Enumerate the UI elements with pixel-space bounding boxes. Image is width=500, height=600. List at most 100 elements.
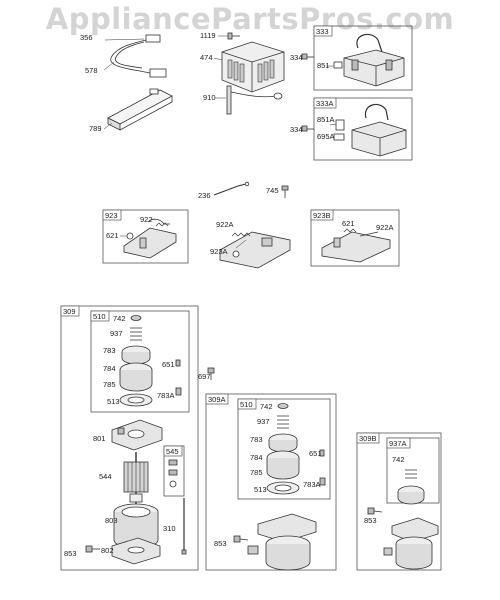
part-label-937: 937 bbox=[110, 329, 123, 338]
frame-510 bbox=[90, 310, 190, 413]
starter-drive-510b-part bbox=[266, 403, 326, 495]
frame-label-510: 510 bbox=[93, 312, 106, 321]
tab-309 bbox=[60, 305, 80, 317]
ignition-armature-333-part bbox=[326, 33, 405, 87]
screw-697-part bbox=[207, 367, 215, 380]
part-label-742b: 742 bbox=[260, 402, 273, 411]
part-label-785b: 785 bbox=[250, 468, 263, 477]
starter-drive-510-part bbox=[119, 315, 182, 407]
frame-309B bbox=[356, 432, 442, 571]
part-label-513: 513 bbox=[107, 397, 120, 406]
part-label-578: 578 bbox=[85, 66, 98, 75]
part-label-783Ab: 783A bbox=[303, 480, 321, 489]
part-label-544: 544 bbox=[99, 472, 112, 481]
tab-309B bbox=[356, 432, 380, 444]
part-label-910: 910 bbox=[203, 93, 216, 102]
tab-333A bbox=[313, 97, 337, 109]
part-label-923A: 923A bbox=[210, 247, 228, 256]
part-label-802: 802 bbox=[101, 546, 114, 555]
frame-label-333: 333 bbox=[316, 27, 329, 36]
part-label-853: 853 bbox=[64, 549, 77, 558]
screw-1119-part bbox=[218, 32, 240, 40]
part-label-513b: 513 bbox=[254, 485, 267, 494]
part-label-1119: 1119 bbox=[200, 31, 216, 40]
part-label-695A: 695A bbox=[317, 132, 335, 141]
part-label-922Ab: 922A bbox=[376, 223, 394, 232]
drive-end-cap-802-part bbox=[111, 537, 161, 565]
tab-510b bbox=[237, 398, 257, 410]
part-label-789: 789 bbox=[89, 124, 102, 133]
control-bracket-923-part bbox=[120, 218, 177, 259]
frame-label-937A: 937A bbox=[389, 439, 407, 448]
control-bracket-923A-part bbox=[219, 231, 291, 269]
gear-937A-part bbox=[397, 469, 425, 505]
wire-harness-part bbox=[103, 34, 167, 78]
part-label-851A: 851A bbox=[317, 115, 335, 124]
part-label-310: 310 bbox=[163, 524, 176, 533]
part-label-851: 851 bbox=[317, 61, 330, 70]
part-label-742c: 742 bbox=[392, 455, 405, 464]
tab-545 bbox=[163, 445, 183, 457]
part-label-621b: 621 bbox=[342, 219, 355, 228]
part-label-785: 785 bbox=[103, 380, 116, 389]
part-label-853c: 853 bbox=[364, 516, 377, 525]
part-label-783: 783 bbox=[103, 346, 116, 355]
nut-853-part-309B bbox=[367, 507, 383, 515]
brush-kit-545-part bbox=[168, 459, 178, 488]
part-label-697: 697 bbox=[198, 372, 211, 381]
part-label-356: 356 bbox=[80, 33, 93, 42]
part-label-922: 922 bbox=[140, 215, 153, 224]
frame-923B bbox=[310, 209, 400, 267]
ignition-armature-333A-part bbox=[329, 103, 407, 157]
part-label-937b: 937 bbox=[257, 417, 270, 426]
part-label-803: 803 bbox=[105, 516, 118, 525]
part-label-922A: 922A bbox=[216, 220, 234, 229]
part-label-783A: 783A bbox=[157, 391, 175, 400]
tab-937A bbox=[386, 437, 411, 449]
screw-334-part bbox=[301, 53, 314, 132]
part-label-745: 745 bbox=[266, 186, 279, 195]
armature-544-part bbox=[123, 452, 149, 506]
frame-309 bbox=[60, 305, 199, 571]
part-label-801: 801 bbox=[93, 434, 106, 443]
starter-motor-309B-part bbox=[383, 517, 439, 570]
part-label-236: 236 bbox=[198, 191, 211, 200]
frame-label-309A: 309A bbox=[208, 395, 226, 404]
part-label-474: 474 bbox=[200, 53, 213, 62]
part-label-334b: 334 bbox=[290, 125, 303, 134]
frame-label-923B: 923B bbox=[313, 211, 331, 220]
nut-853-part-309 bbox=[85, 545, 100, 553]
part-label-651: 651 bbox=[162, 360, 175, 369]
frame-510b bbox=[237, 398, 331, 500]
tab-923 bbox=[102, 209, 122, 221]
part-label-651b: 651 bbox=[309, 449, 322, 458]
link-236-part bbox=[213, 181, 250, 196]
frame-label-510b: 510 bbox=[240, 400, 253, 409]
screw-745-part bbox=[281, 185, 289, 198]
frame-label-923: 923 bbox=[105, 211, 118, 220]
nut-853-part-309A bbox=[233, 535, 249, 543]
frame-333 bbox=[313, 25, 413, 91]
frame-label-309B: 309B bbox=[359, 434, 377, 443]
tab-510 bbox=[90, 310, 110, 322]
cylinder-head-474-part bbox=[213, 41, 285, 93]
through-bolt-310-part bbox=[181, 498, 187, 555]
bracket-789-part bbox=[103, 88, 173, 131]
frame-label-545: 545 bbox=[166, 447, 179, 456]
part-label-742: 742 bbox=[113, 314, 126, 323]
tab-309A bbox=[205, 393, 229, 405]
starter-motor-309A-part bbox=[247, 513, 317, 571]
part-label-334a: 334 bbox=[290, 53, 303, 62]
part-label-783b: 783 bbox=[250, 435, 263, 444]
part-label-784b: 784 bbox=[250, 453, 263, 462]
tab-923B bbox=[310, 209, 334, 221]
frame-label-309: 309 bbox=[63, 307, 76, 316]
part-label-621a: 621 bbox=[106, 231, 119, 240]
frame-label-333A: 333A bbox=[316, 99, 334, 108]
part-label-853b: 853 bbox=[214, 539, 227, 548]
control-bracket-923B-part bbox=[321, 228, 391, 263]
part-label-784: 784 bbox=[103, 364, 116, 373]
wire-910-part bbox=[215, 85, 283, 115]
frame-309A bbox=[205, 393, 337, 571]
